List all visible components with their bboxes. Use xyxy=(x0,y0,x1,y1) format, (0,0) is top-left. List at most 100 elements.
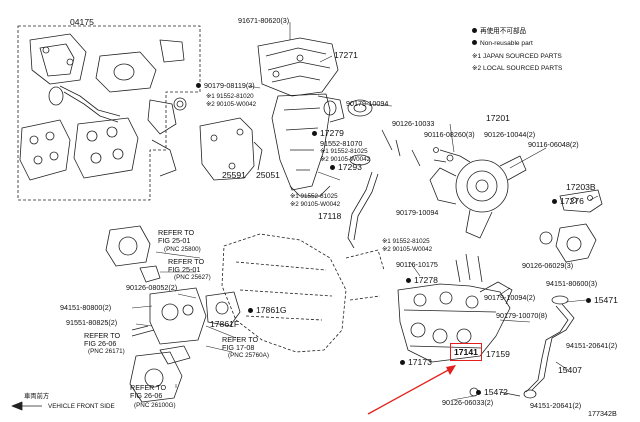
refer-note-5-line2: FIG 26-06 xyxy=(130,391,163,400)
refer-note-1-line3: (PNC 25800) xyxy=(164,246,201,253)
part-label-91552-81025-c: ※1 91552-81025 xyxy=(382,238,430,245)
egr-valve-sketch xyxy=(129,351,183,403)
legend-non-reusable-en: Non-reusable part xyxy=(472,40,533,48)
part-label-17293: 17293 xyxy=(330,163,362,172)
throttle-body-sketch xyxy=(105,225,151,267)
turbocharger-sketch xyxy=(429,147,527,239)
vehicle-front-en: VEHICLE FRONT SIDE xyxy=(48,403,115,410)
catalytic-converter-sketch xyxy=(271,93,331,191)
filled-dot-icon xyxy=(472,40,477,45)
part-label-90105-w0042-b: ※2 90105-W0042 xyxy=(320,156,371,163)
refer-note-3-line1: REFER TO xyxy=(84,331,121,340)
filled-dot-icon xyxy=(476,390,481,395)
filled-dot-icon xyxy=(586,298,591,303)
part-label-94151-20641-a: 94151-20641(2) xyxy=(566,341,618,350)
refer-note-2-line1: REFER TO xyxy=(168,257,205,266)
part-label-17201: 17201 xyxy=(486,113,510,123)
refer-note-1-line2: FIG 25-01 xyxy=(158,236,191,245)
part-label-91552-81025-b: ※1 91552-81025 xyxy=(290,193,338,200)
part-label-90179-10070: 90179-10070(8) xyxy=(496,311,548,320)
part-label-94151-80800: 94151-80800(2) xyxy=(60,303,112,312)
figure-id: 177342B xyxy=(588,409,617,418)
kit-parts-sketch xyxy=(19,33,187,181)
filled-dot-icon xyxy=(406,278,411,283)
part-label-90126-10044: 90126-10044(2) xyxy=(484,130,536,139)
part-label-90116-10175: 90116-10175 xyxy=(396,260,438,269)
part-label-91552-81020: ※1 91552-81020 xyxy=(206,93,254,100)
legend-non-reusable-jp: 再使用不可部品 xyxy=(472,28,526,36)
part-label-90179-10094-c: 90179-10094(2) xyxy=(484,293,536,302)
gasket-17861f-sketch xyxy=(205,291,241,327)
filled-dot-icon xyxy=(196,83,201,88)
part-label-90179-08119: 90179-08119(3) xyxy=(196,82,255,90)
part-label-90179-10094-b: 90179-10094 xyxy=(396,208,439,217)
filled-dot-icon xyxy=(552,199,557,204)
legend-note-japan: ※1 JAPAN SOURCED PARTS xyxy=(472,53,562,60)
gasket-17861g-sketch xyxy=(159,345,191,365)
part-label-90116-06048: 90116-06048(2) xyxy=(528,140,579,149)
refer-note-1-line1: REFER TO xyxy=(158,228,195,237)
refer-note-3-line2: FIG 26-06 xyxy=(84,339,117,348)
part-label-15407: 15407 xyxy=(558,365,582,375)
highlight-box-17141 xyxy=(450,343,482,361)
part-label-90179-10094-a: 90179-10094 xyxy=(346,99,389,108)
kit-inset-frame xyxy=(17,25,201,201)
gasket-17279-sketch xyxy=(347,99,373,117)
filled-dot-icon xyxy=(400,360,405,365)
bracket-17203b-sketch xyxy=(559,189,603,213)
part-label-17203b: 17203B xyxy=(566,182,596,192)
part-label-17861f: 17861F xyxy=(210,319,240,329)
bracket-sketch xyxy=(199,117,255,181)
part-label-17279: 17279 xyxy=(312,129,344,138)
engine-block-phantom xyxy=(221,233,347,353)
vehicle-front-jp: 車両前方 xyxy=(24,393,50,400)
part-label-17278: 17278 xyxy=(406,276,438,285)
part-label-90105-w0042-a: ※2 90105-W0042 xyxy=(206,101,257,108)
egr-cooler-sketch xyxy=(149,287,207,345)
part-label-94151-20641-b: 94151-20641(2) xyxy=(530,401,582,410)
filled-dot-icon xyxy=(472,28,477,33)
part-label-94151-80600: 94151-80600(3) xyxy=(546,279,598,288)
highlight-arrow xyxy=(367,367,453,415)
filled-dot-icon xyxy=(248,308,253,313)
legend-note-local: ※2 LOCAL SOURCED PARTS xyxy=(472,65,563,72)
refer-note-3-line3: (PNC 26171) xyxy=(88,348,125,355)
sensor-sketch xyxy=(139,265,161,283)
part-label-90105-w0042-d: ※2 90105-W0042 xyxy=(382,246,433,253)
part-label-04175: 04175 xyxy=(70,17,94,27)
part-label-90105-w0042-c: ※2 90105-W0042 xyxy=(290,201,341,208)
part-label-17141: 17141 xyxy=(454,347,478,357)
refer-note-4-line1: REFER TO xyxy=(222,335,259,344)
part-label-90126-10033: 90126-10033 xyxy=(392,119,435,128)
part-label-90116-08260: 90116-08260(3) xyxy=(424,130,475,139)
refer-note-4-line3: (PNC 25760A) xyxy=(228,352,269,359)
refer-note-2-line2: FIG 25-01 xyxy=(168,265,201,274)
oil-pipe-15407 xyxy=(531,303,575,391)
part-label-17118: 17118 xyxy=(318,211,342,221)
filled-dot-icon xyxy=(330,165,335,170)
part-label-15472: 15472 xyxy=(476,388,508,397)
refer-note-5-line3: (PNC 26100G) xyxy=(134,402,176,409)
part-label-90126-06033: 90126-06033(2) xyxy=(442,398,494,407)
part-label-17159: 17159 xyxy=(486,349,510,359)
front-arrow xyxy=(11,401,23,411)
part-label-17276: 17276 xyxy=(552,197,584,206)
part-label-17271: 17271 xyxy=(334,50,358,60)
filled-dot-icon xyxy=(312,131,317,136)
flange-17276-sketch xyxy=(555,223,597,263)
part-label-91552-81070: 91552-81070 xyxy=(320,139,363,148)
refer-note-2-line3: (PNC 25627) xyxy=(174,274,211,281)
part-label-15471: 15471 xyxy=(586,296,618,305)
part-label-90126-08052: 90126-08052(2) xyxy=(126,283,178,292)
refer-note-4-line2: FIG 17-08 xyxy=(222,343,255,352)
heat-insulator-sketch xyxy=(257,37,339,97)
oil-pipe-17118 xyxy=(347,171,373,249)
part-label-17173: 17173 xyxy=(400,358,432,367)
part-label-91551-80825: 91551-80825(2) xyxy=(66,318,118,327)
part-label-25591: 25591 xyxy=(222,170,246,180)
refer-note-5-line1: REFER TO xyxy=(130,383,167,392)
part-label-25051: 25051 xyxy=(256,170,280,180)
part-label-91671: 91671-80620(3) xyxy=(238,16,290,25)
part-label-91552-81025-a: ※1 91552-81025 xyxy=(320,148,368,155)
